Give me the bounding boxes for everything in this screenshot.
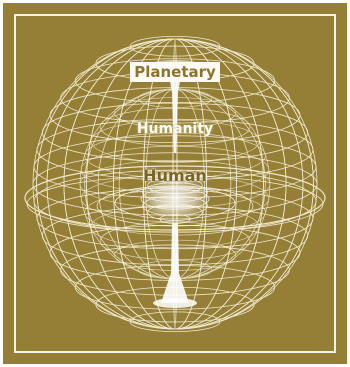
label-planetary: Planetary bbox=[3, 63, 347, 81]
diagram-panel: Planetary Humanity Human bbox=[3, 3, 347, 364]
label-humanity: Humanity bbox=[3, 121, 347, 137]
label-human: Human bbox=[3, 166, 347, 185]
